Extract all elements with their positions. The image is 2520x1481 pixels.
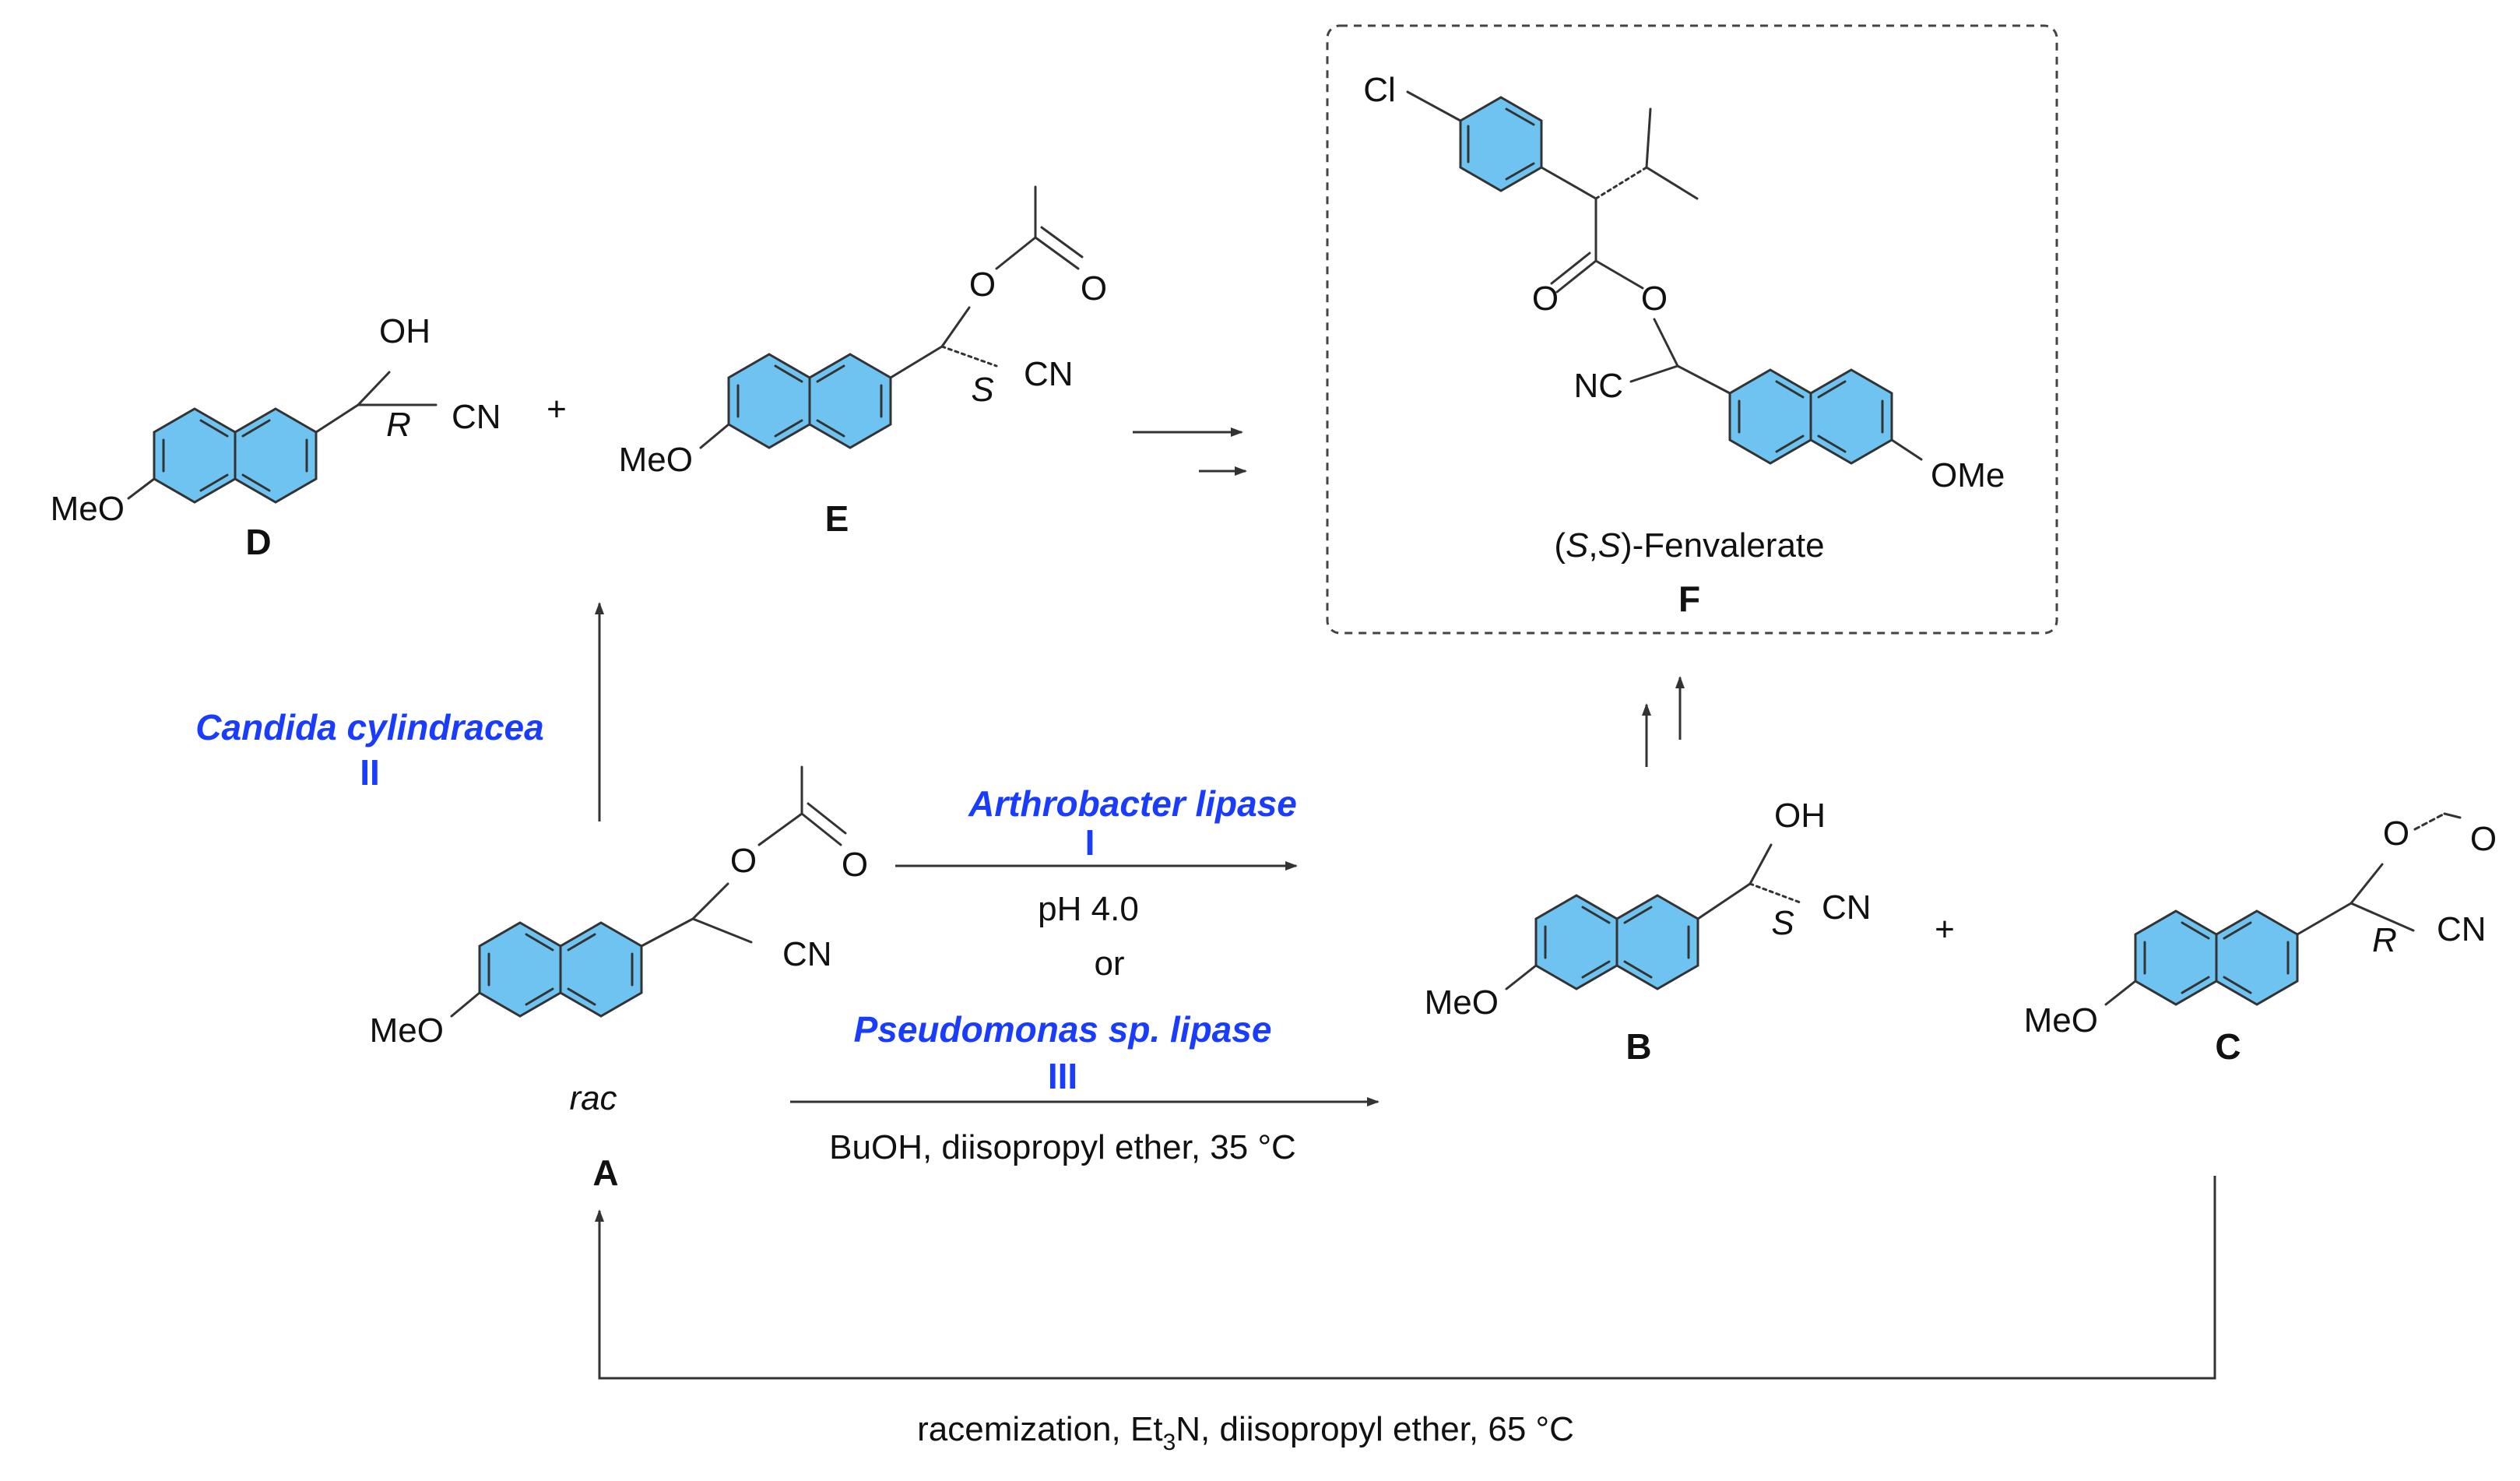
enzyme-arthrobacter-name: Arthrobacter lipase bbox=[968, 783, 1297, 824]
compound-f-label: F bbox=[1678, 579, 1700, 619]
c-ester-oxygen-label: O bbox=[2383, 814, 2409, 853]
compound-d: MeO OH CN R D bbox=[51, 312, 501, 562]
compound-c-label: C bbox=[2215, 1026, 2241, 1067]
enzyme-pseudomonas-name: Pseudomonas sp. lipase bbox=[854, 1009, 1272, 1050]
compound-b: MeO OH CN S B bbox=[1425, 797, 1872, 1067]
b-hydroxyl-label: OH bbox=[1774, 797, 1826, 835]
enzyme-candida-name: Candida cylindracea bbox=[195, 707, 543, 748]
f-ester-oxygen-label: O bbox=[1641, 280, 1668, 318]
f-compound-name: (S,S)-Fenvalerate bbox=[1554, 526, 1824, 565]
e-carbonyl-oxygen-label: O bbox=[1081, 269, 1107, 308]
e-ester-oxygen-label: O bbox=[969, 266, 996, 304]
f-carbonyl-oxygen-label: O bbox=[1532, 280, 1559, 318]
a-methoxy-label: MeO bbox=[370, 1011, 444, 1050]
condition-or: or bbox=[1094, 945, 1124, 983]
e-methoxy-label: MeO bbox=[619, 441, 693, 479]
arrow-racemization-loop bbox=[595, 1176, 2216, 1380]
f-chloro-label: Cl bbox=[1363, 71, 1396, 109]
compound-c: MeO CN R O O C bbox=[2024, 812, 2497, 1067]
compound-e: MeO O O CN S E bbox=[619, 185, 1107, 539]
enzyme-candida-number: II bbox=[360, 752, 380, 793]
compound-b-label: B bbox=[1626, 1026, 1651, 1067]
c-carbonyl-oxygen-label: O bbox=[2470, 820, 2497, 858]
compound-d-label: D bbox=[245, 522, 271, 562]
compound-a: MeO CN O O rac A bbox=[370, 765, 868, 1193]
a-carbonyl-oxygen-label: O bbox=[842, 846, 868, 884]
e-nitrile-label: CN bbox=[1024, 355, 1074, 393]
d-nitrile-label: CN bbox=[452, 398, 501, 436]
fenvalerate-box bbox=[1326, 24, 2058, 635]
plus-sign-top: + bbox=[547, 390, 567, 428]
d-methoxy-label: MeO bbox=[51, 490, 125, 528]
compound-e-label: E bbox=[825, 498, 849, 539]
a-racemic-label: rac bbox=[569, 1079, 617, 1117]
plus-sign-bottom: + bbox=[1935, 910, 1955, 948]
condition-racemization: racemization, Et3N, diisopropyl ether, 6… bbox=[917, 1410, 1574, 1455]
f-methoxy-label: OMe bbox=[1931, 456, 2005, 494]
d-stereo-label: R bbox=[386, 406, 411, 444]
condition-solvent: BuOH, diisopropyl ether, 35 °C bbox=[829, 1128, 1296, 1166]
compound-f: Cl O O NC OMe (S,S)-Fenvalerate F bbox=[1363, 71, 2005, 619]
enzyme-arthrobacter-number: I bbox=[1085, 822, 1095, 863]
compound-a-label: A bbox=[592, 1152, 618, 1193]
f-nitrile-label: NC bbox=[1573, 367, 1623, 405]
a-ester-oxygen-label: O bbox=[730, 842, 757, 880]
b-methoxy-label: MeO bbox=[1425, 983, 1499, 1022]
c-methoxy-label: MeO bbox=[2024, 1001, 2098, 1040]
a-nitrile-label: CN bbox=[782, 935, 832, 973]
c-nitrile-label: CN bbox=[2437, 910, 2487, 948]
d-hydroxyl-label: OH bbox=[379, 312, 431, 350]
condition-ph: pH 4.0 bbox=[1038, 890, 1139, 928]
c-stereo-label: R bbox=[2372, 921, 2397, 959]
e-stereo-label: S bbox=[971, 371, 993, 409]
enzyme-pseudomonas-number: III bbox=[1048, 1056, 1077, 1096]
b-nitrile-label: CN bbox=[1822, 888, 1872, 927]
b-stereo-label: S bbox=[1771, 904, 1794, 942]
